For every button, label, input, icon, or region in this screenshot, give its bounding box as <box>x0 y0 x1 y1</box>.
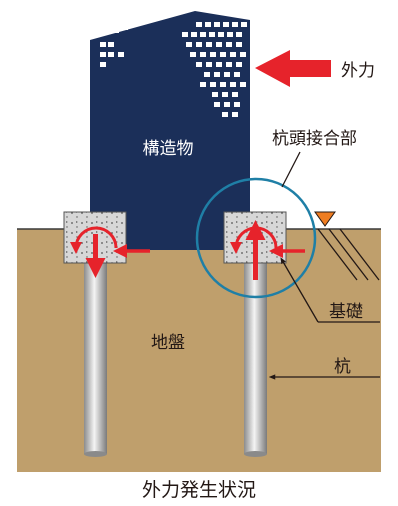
window <box>220 82 226 87</box>
pile-label: 杭 <box>334 357 351 377</box>
window <box>224 102 230 107</box>
window <box>230 52 236 57</box>
window <box>108 52 114 57</box>
joint-leader <box>281 151 301 188</box>
window <box>236 32 242 37</box>
window <box>122 25 128 30</box>
window <box>200 52 206 57</box>
window <box>232 92 238 97</box>
window <box>232 22 238 27</box>
window <box>214 102 220 107</box>
window <box>205 22 211 27</box>
left-pile-bottom <box>84 451 107 457</box>
window <box>222 112 228 117</box>
window <box>200 32 206 37</box>
ground-soil <box>17 229 381 472</box>
window <box>196 42 202 47</box>
window <box>113 28 119 33</box>
window <box>196 62 202 67</box>
window <box>122 14 128 19</box>
ground-level-marker <box>314 211 380 281</box>
window <box>236 42 242 47</box>
big-left-arrow-icon <box>255 50 331 87</box>
window <box>212 92 218 97</box>
window <box>100 42 106 47</box>
pile-head-joint-label: 杭頭接合部 <box>272 129 357 149</box>
window <box>150 12 156 17</box>
window <box>191 32 197 37</box>
window <box>234 102 240 107</box>
window <box>131 12 137 17</box>
window <box>240 52 246 57</box>
window <box>204 72 210 77</box>
window <box>218 32 224 37</box>
window <box>206 62 212 67</box>
window <box>226 42 232 47</box>
caption: 外力発生状況 <box>142 479 256 501</box>
window <box>240 82 246 87</box>
window <box>209 32 215 37</box>
ground-label: 地盤 <box>151 333 185 353</box>
window <box>234 72 240 77</box>
window <box>224 72 230 77</box>
window <box>236 62 242 67</box>
window <box>227 32 233 37</box>
window <box>206 42 212 47</box>
window <box>100 52 106 57</box>
window <box>108 42 114 47</box>
window <box>118 52 124 57</box>
building-windows <box>100 12 247 117</box>
window <box>230 82 236 87</box>
external-force-label: 外力 <box>341 61 375 81</box>
right-moment-arrows <box>230 220 305 280</box>
pile-head-joint-circle <box>195 177 317 299</box>
window <box>222 92 228 97</box>
window <box>216 62 222 67</box>
window <box>182 32 188 37</box>
left-moment-arrows <box>70 226 150 278</box>
window <box>214 72 220 77</box>
left-pile <box>84 262 107 454</box>
foundation-label: 基礎 <box>329 302 363 322</box>
structure-label: 構造物 <box>143 139 194 159</box>
window <box>100 62 106 67</box>
window <box>210 82 216 87</box>
right-pile <box>244 262 267 454</box>
right-pile-bottom <box>244 451 267 457</box>
window <box>186 42 192 47</box>
window <box>232 112 238 117</box>
inverted-triangle-icon <box>314 211 336 227</box>
window <box>196 22 202 27</box>
building <box>90 11 250 250</box>
window <box>216 42 222 47</box>
window <box>113 18 119 23</box>
window <box>226 62 232 67</box>
foundation-leader <box>280 257 319 323</box>
window <box>241 22 247 27</box>
window <box>190 52 196 57</box>
window <box>210 52 216 57</box>
window <box>140 12 146 17</box>
window <box>220 52 226 57</box>
window <box>200 82 206 87</box>
window <box>214 22 220 27</box>
window <box>223 22 229 27</box>
